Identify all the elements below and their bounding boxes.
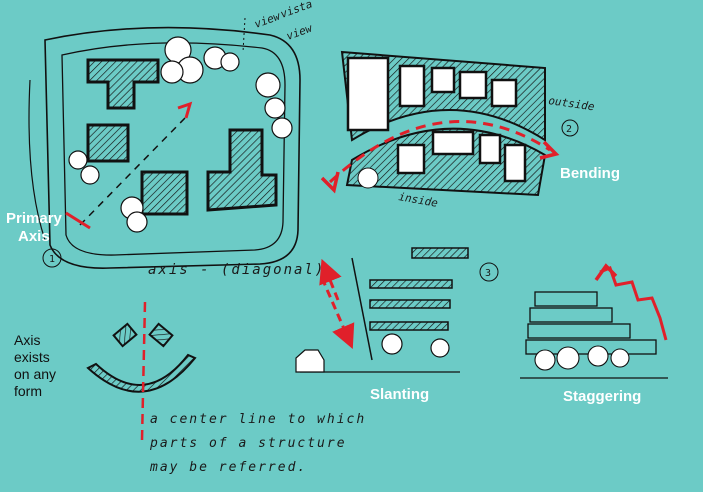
primary-axis-label-line2: Axis [18,228,50,245]
building-2 [86,123,130,163]
definition-line1: a center line to which [150,412,367,427]
definition-line2: parts of a structure [150,436,347,451]
building-4 [140,170,189,216]
outside-note: outside [548,94,596,113]
number-2: 2 [566,124,572,135]
axis-form-diagram [86,301,197,441]
staggering-label: Staggering [563,388,642,405]
number-1: 1 [49,254,55,265]
site-plan [28,17,301,269]
axis-note-line4: form [14,383,42,399]
building-1 [86,58,160,110]
inside-note: inside [397,190,439,210]
slanting-diagram [295,247,499,373]
definition-line3: may be referred. [150,460,308,475]
bending-label: Bending [560,165,620,182]
bending-diagram [320,50,579,197]
axis-diagonal-note: axis - (diagonal) [148,262,326,278]
axis-note-line1: Axis [14,332,41,348]
axis-note-line3: on any [14,366,57,382]
number-3: 3 [485,268,491,279]
view2-note: view [285,21,316,43]
building-3 [206,128,278,212]
primary-axis-label-line1: Primary [6,210,62,227]
vista-note: vista [279,0,315,21]
axis-note-line2: exists [14,349,50,365]
staggering-diagram [520,263,668,379]
view-note: view [253,9,284,31]
slanting-label: Slanting [370,386,430,403]
